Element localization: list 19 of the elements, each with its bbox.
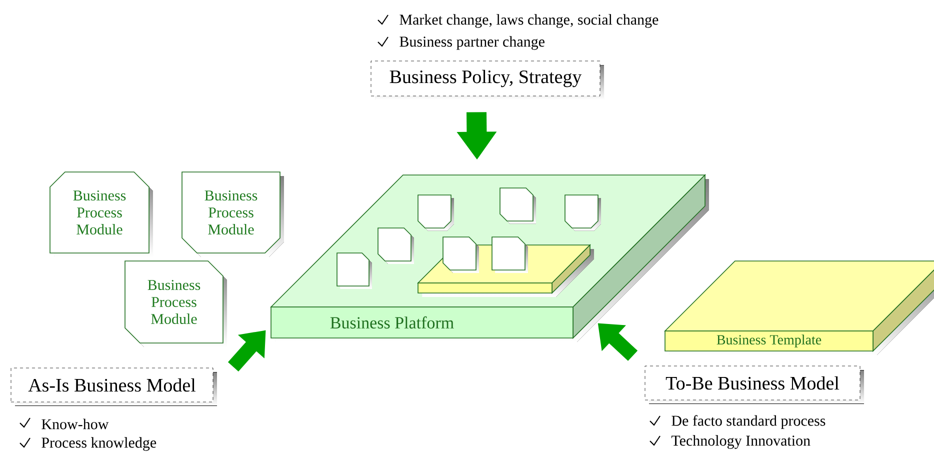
module-box xyxy=(336,252,372,289)
checklist-item: Market change, laws change, social change xyxy=(400,14,658,28)
dashed-label-box: As-Is Business Model xyxy=(10,368,217,406)
module-box xyxy=(564,194,601,231)
module-box xyxy=(492,236,528,273)
module-box xyxy=(418,194,454,231)
module-box: Business Process Module xyxy=(124,260,227,347)
module-box xyxy=(500,188,536,224)
module-box: Business Process Module xyxy=(50,172,153,257)
checklist-item: Know-how xyxy=(42,418,109,430)
dashed-label-box: To-Be Business Model xyxy=(644,366,864,404)
dashed-label-box: Business Policy, Strategy xyxy=(370,60,604,100)
module-box xyxy=(442,236,479,273)
checklist-item: Process knowledge xyxy=(42,437,156,451)
module-box xyxy=(378,228,414,264)
checklist-item: De facto standard process xyxy=(672,415,826,429)
module-box: Business Process Module xyxy=(182,172,284,257)
checklist-item: Technology Innovation xyxy=(671,435,810,449)
checklist-item: Business partner change xyxy=(400,36,544,50)
